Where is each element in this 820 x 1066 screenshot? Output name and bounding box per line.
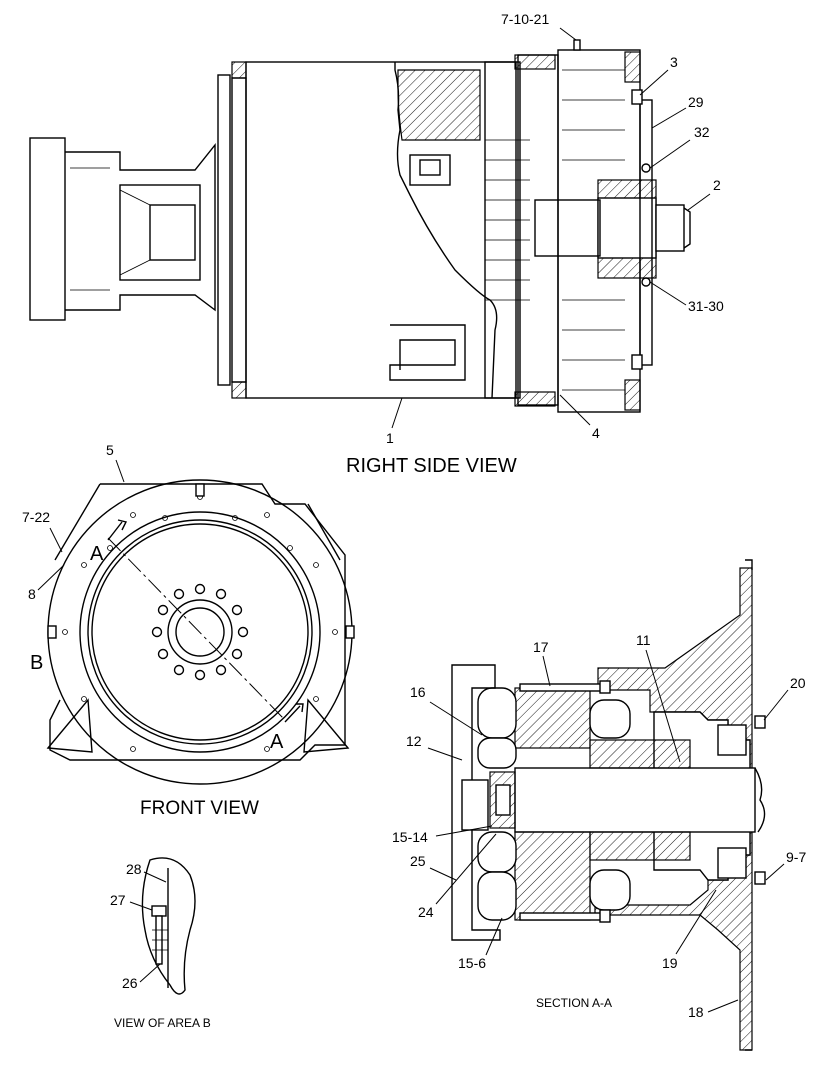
callout-4: 4 [592,425,600,441]
callout-15-14: 15-14 [392,829,428,845]
callout-19: 19 [662,955,678,971]
callout-1: 1 [386,430,394,446]
right-side-view-title: RIGHT SIDE VIEW [346,455,517,477]
callout-18: 18 [688,1004,704,1020]
rim-bolt-holes [62,494,338,752]
adapter-core [149,204,196,261]
callout-25: 25 [410,853,426,869]
front-hub [167,599,233,665]
section-mark-a-top: A [90,543,104,565]
front-view-title: FRONT VIEW [140,798,259,819]
lifting-handle [389,324,466,381]
callout-3: 3 [670,54,678,70]
callout-24: 24 [418,904,434,920]
callout-27: 27 [110,892,126,908]
right-side-view [29,39,691,413]
rotor-upper [514,687,591,749]
callout-15-6: 15-6 [458,955,486,971]
callout-28: 28 [126,861,142,877]
callout-31-30: 31-30 [688,298,724,314]
end-cover-section [451,664,501,941]
mounting-flange-plate [29,137,66,321]
callout-8: 8 [28,586,36,602]
right-side-callouts: 7-10-21 3 29 32 2 31-30 1 4 RIGHT SIDE V… [346,11,724,477]
adapter-inner [119,184,201,281]
stator-pack [484,61,521,399]
generator-frame [245,61,517,399]
section-mark-a-bottom: A [270,731,284,753]
front-housing-outline [49,483,346,761]
callout-29: 29 [688,94,704,110]
area-b-view: 28 27 26 VIEW OF AREA B [110,857,211,1030]
callout-20: 20 [790,675,806,691]
section-callouts: 17 11 20 16 12 15-14 25 24 15-6 19 9-7 1… [392,632,806,1020]
section-a-a-title: SECTION A-A [536,996,612,1010]
callout-16: 16 [410,684,426,700]
front-view-callouts: A A B 5 7-22 8 FRONT VIEW [22,442,284,819]
callout-17: 17 [533,639,549,655]
callout-7-10-21: 7-10-21 [501,11,549,27]
callout-9-7: 9-7 [786,849,806,865]
callout-26: 26 [122,975,138,991]
hub-bolt-holes [151,583,249,681]
callout-11: 11 [636,632,651,648]
area-b-title: VIEW OF AREA B [114,1016,211,1030]
callout-32: 32 [694,124,710,140]
shaft-end [655,204,685,252]
adapter-housing [65,143,216,312]
callout-7-22: 7-22 [22,509,50,525]
front-view [46,479,355,785]
shaft-section [514,767,756,833]
callout-2: 2 [713,177,721,193]
end-bell-flange [217,74,231,386]
area-mark-b: B [30,652,43,674]
rotor-lower [514,831,591,921]
section-arrow-top [107,521,123,541]
area-b-outline [141,857,196,995]
section-a-a [451,559,766,1051]
callout-5: 5 [106,442,114,458]
callout-12: 12 [406,733,422,749]
